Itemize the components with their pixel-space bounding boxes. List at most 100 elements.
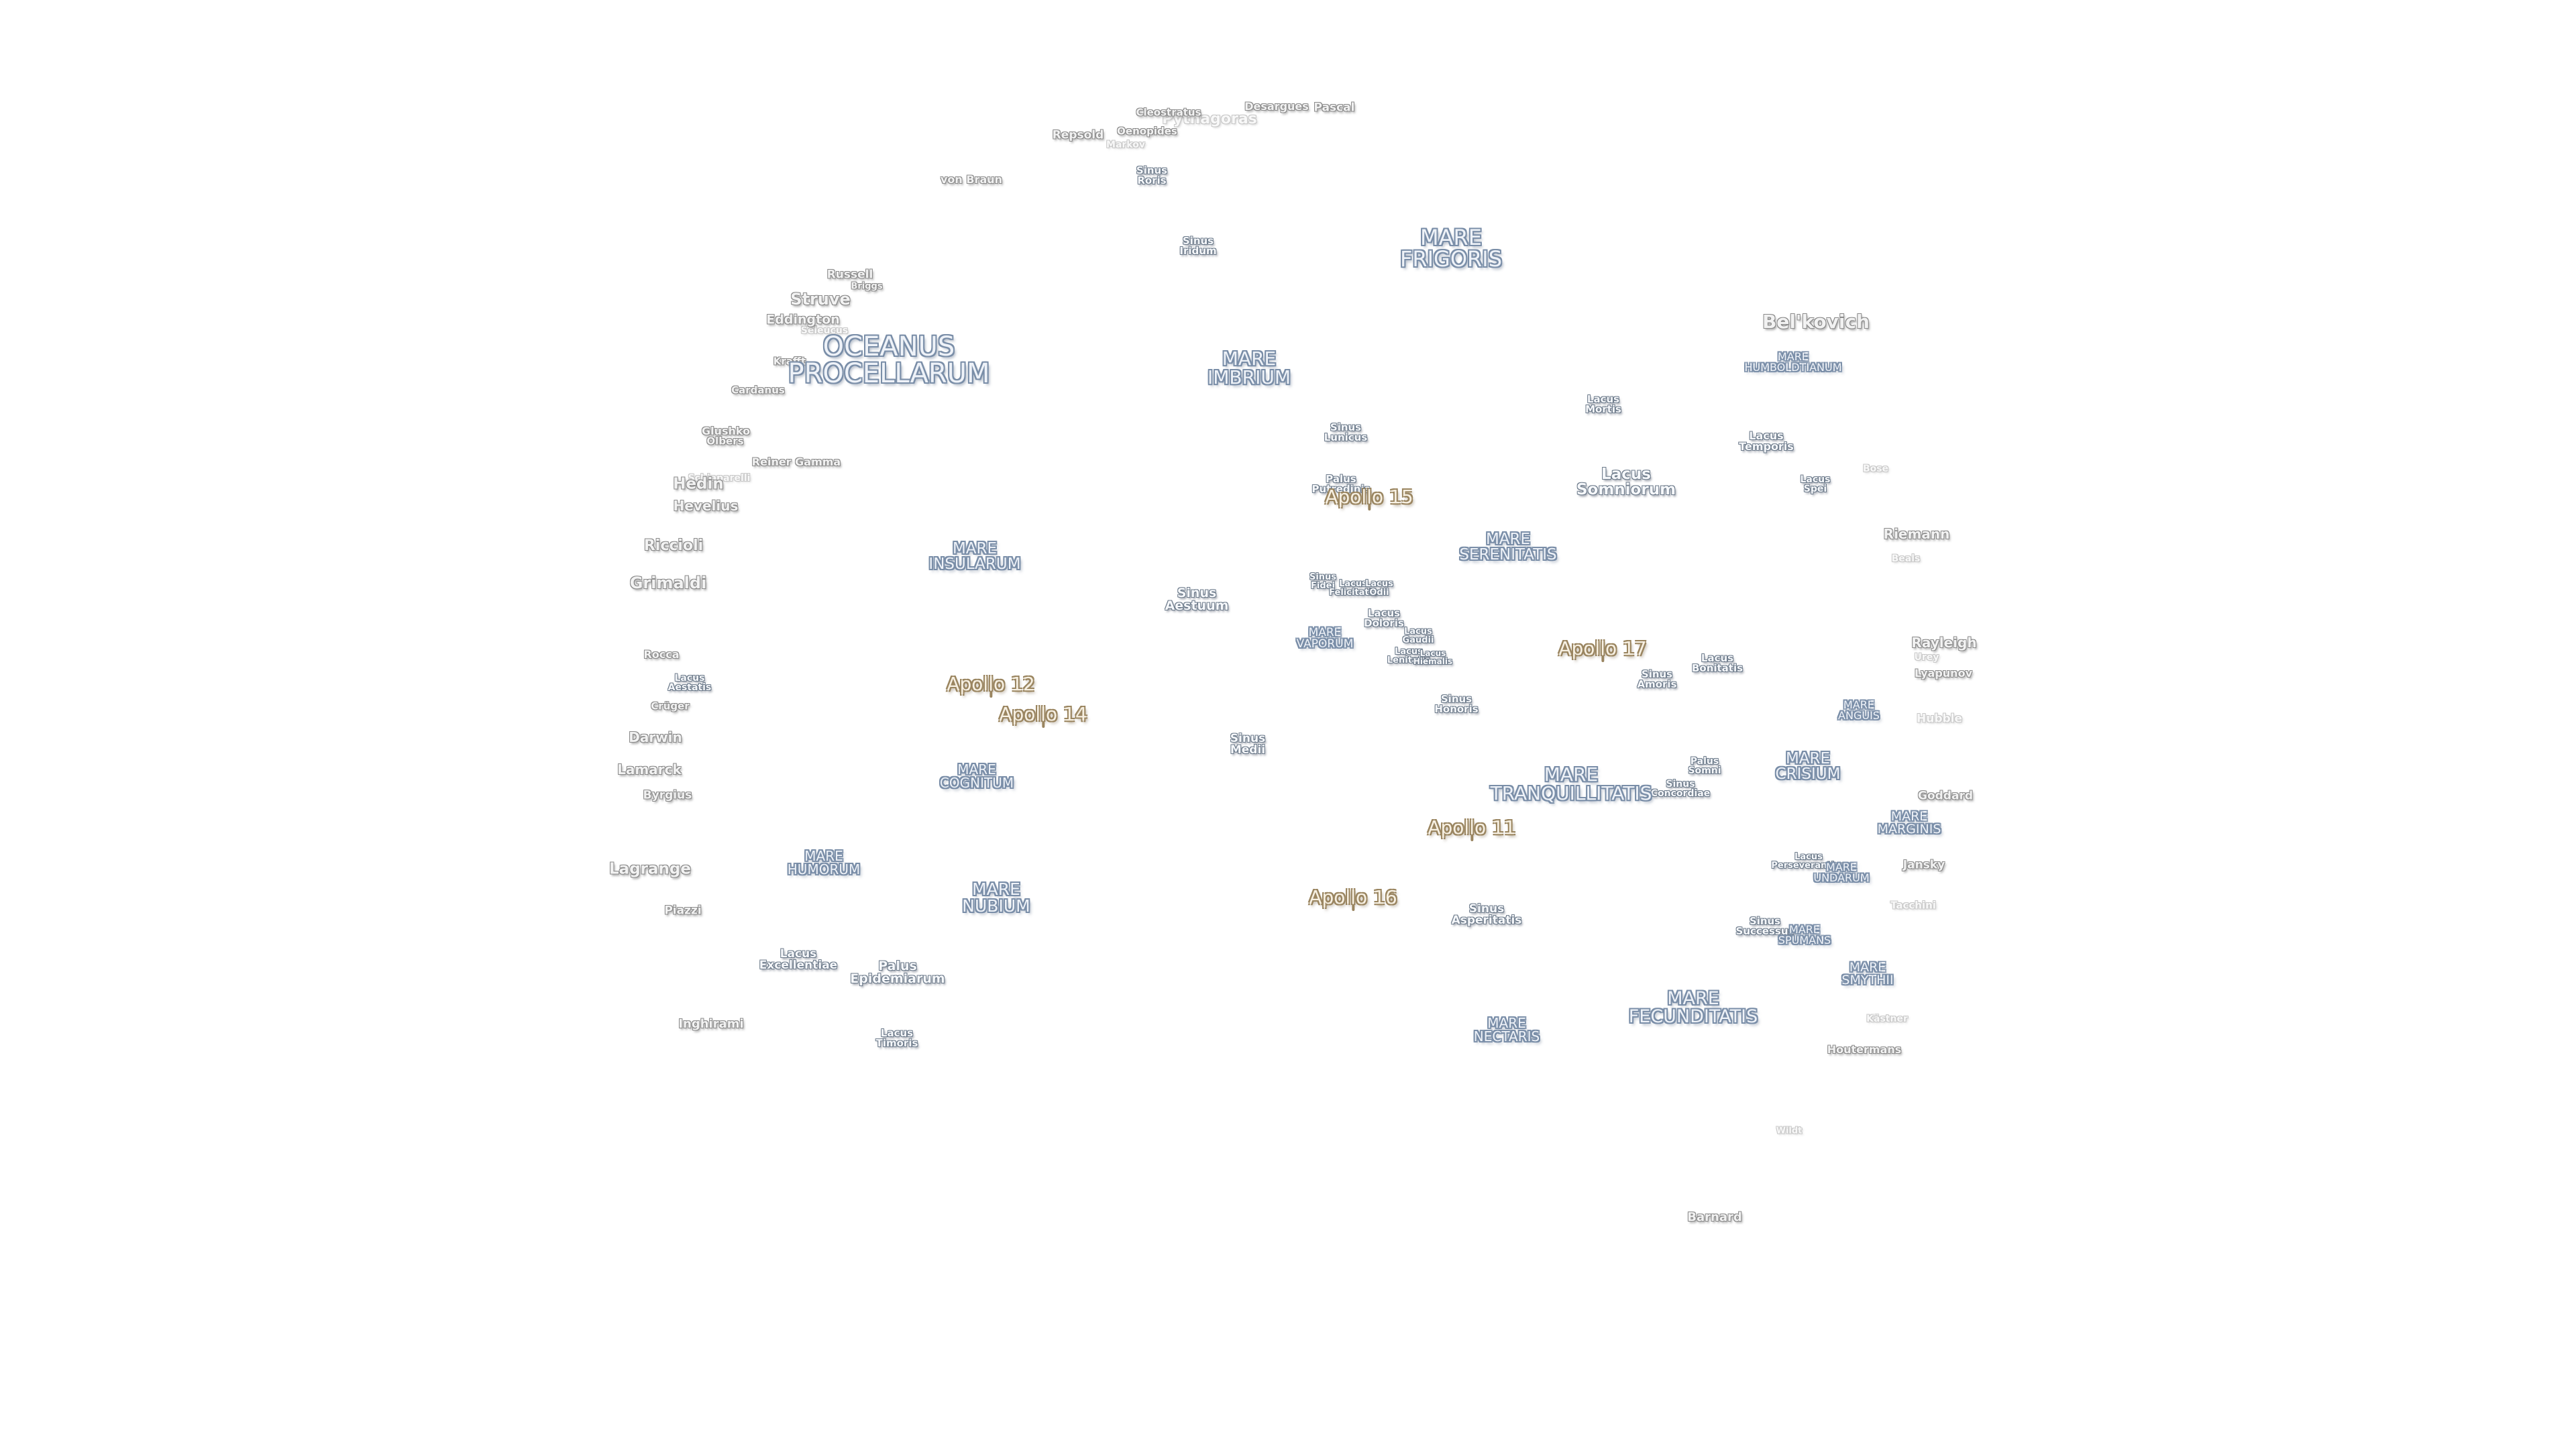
mare-vaporum-label: MARE VAPORUM [1296,626,1354,651]
beals-label: Beals [1891,553,1921,564]
riemann-label: Riemann [1883,526,1950,542]
pythagoras-label: Pythagoras [1162,111,1257,127]
pascal-label: Pascal [1313,101,1355,115]
cleostratus-label: Cleostratus [1136,106,1201,119]
schiaparelli-label: Schiaparelli [688,473,751,484]
oceanus-procellarum-label: OCEANUS PROCELLARUM [788,331,990,389]
olbers-label: Olbers [706,435,744,447]
darwin-label: Darwin [629,729,682,745]
mare-tranquillitatis-label: MARE TRANQUILLITATIS [1490,763,1652,804]
seleucus-label: Seleucus [800,325,849,336]
mare-humboldtianum-label: MARE HUMBOLDTIANUM [1744,350,1842,374]
lacus-bonitatis-label: Lacus Bonitatis [1691,652,1743,674]
briggs-label: Briggs [851,281,883,292]
cruger-label: Crüger [651,700,690,712]
tacchini-label: Tacchini [1890,899,1936,912]
mare-nectaris-label: MARE NECTARIS [1473,1015,1540,1044]
lacus-aestatis-label: Lacus Aestatis [667,673,712,693]
palus-putredinis-label: Palus Putredinis [1311,473,1371,495]
houtermans-label: Houtermans [1827,1043,1902,1056]
sinus-concordiae-label: Sinus Concordiae [1650,779,1711,799]
mare-anguis-label: MARE ANGUIS [1838,698,1880,722]
reiner-gamma-label: Reiner Gamma [751,455,841,468]
struve-label: Struve [790,290,851,309]
apollo-14-label: Apollo 14 [999,703,1087,728]
sinus-aestuum-label: Sinus Aestuum [1165,586,1229,613]
apollo-16-label: Apollo 16 [1309,886,1397,911]
goddard-label: Goddard [1918,789,1973,803]
apollo-12-label: Apollo 12 [947,673,1035,698]
lacus-lenitatis-label: Lacus Lenitatis [1387,647,1431,665]
lacus-perseverantiae-label: Lacus Perseverantiae [1771,852,1846,871]
lacus-timoris-label: Lacus Timoris [875,1027,918,1049]
mare-frigoris-label: MARE FRIGORIS [1399,225,1503,272]
cardanus-label: Cardanus [731,384,785,396]
mare-smythii-label: MARE SMYTHII [1841,960,1894,987]
markov-label: Markov [1106,140,1145,150]
lacus-spei-label: Lacus Spei [1800,474,1831,494]
jansky-label: Jansky [1902,858,1945,872]
lacus-hiemalis-label: Lacus Hiemalis [1413,649,1453,666]
sinus-amoris-label: Sinus Amoris [1637,668,1677,690]
desargues-label: Desargues [1244,100,1309,113]
palus-epidemiarum-label: Palus Epidemiarum [850,959,945,986]
sinus-roris-label: Sinus Roris [1136,164,1168,186]
krafft-label: Krafft [773,355,806,368]
lyapunov-label: Lyapunov [1915,667,1972,680]
sinus-medii-label: Sinus Medii [1230,732,1266,757]
lacus-gaudii-label: Lacus Gaudii [1402,627,1434,645]
mare-serenitatis-label: MARE SERENITATIS [1459,531,1557,564]
lacus-odii-label: Lacus Odii [1365,579,1393,598]
mare-marginis-label: MARE MARGINIS [1877,809,1941,837]
kastner-label: Kästner [1866,1014,1908,1024]
sinus-successus-label: Sinus Successus [1735,915,1794,937]
wildt-label: Wildt [1776,1126,1803,1136]
oenopides-label: Oenopides [1117,125,1177,138]
lacus-mortis-label: Lacus Mortis [1585,393,1621,415]
mare-cognitum-label: MARE COGNITUM [939,761,1014,791]
mare-crisium-label: MARE CRISIUM [1775,750,1841,783]
sinus-asperitatis-label: Sinus Asperitatis [1451,902,1522,927]
mare-spumans-label: MARE SPUMANS [1778,923,1831,947]
russell-label: Russell [826,268,873,282]
mare-undarum-label: MARE UNDARUM [1813,861,1870,884]
piazzi-label: Piazzi [664,904,702,918]
eddington-label: Eddington [766,312,840,327]
sinus-iridum-label: Sinus Iridum [1179,235,1217,257]
apollo-15-label: Apollo 15 [1325,486,1413,511]
lacus-excellentiae-label: Lacus Excellentiae [759,947,838,972]
byrgius-label: Byrgius [643,788,692,802]
bose-label: Bose [1862,464,1889,474]
lacus-doloris-label: Lacus Doloris [1364,607,1404,629]
apollo-11-label: Apollo 11 [1428,816,1516,841]
lacus-temporis-label: Lacus Temporis [1739,429,1794,453]
palus-somni-label: Palus Somni [1688,756,1721,776]
hedin-label: Hedin [673,475,724,493]
mare-imbrium-label: MARE IMBRIUM [1208,347,1291,388]
riccioli-label: Riccioli [643,537,704,554]
glushko-label: Glushko [701,425,751,437]
von-braun-label: von Braun [940,173,1003,186]
hubble-label: Hubble [1916,712,1963,726]
rocca-label: Rocca [643,648,680,661]
grimaldi-label: Grimaldi [629,574,707,592]
hevelius-label: Hevelius [673,498,739,514]
sinus-fidei-label: Sinus Fidei [1309,572,1337,591]
apollo-17-label: Apollo 17 [1558,637,1647,662]
lagrange-label: Lagrange [609,860,691,878]
barnard-label: Barnard [1687,1210,1742,1224]
mare-nubium-label: MARE NUBIUM [962,879,1030,916]
mare-fecunditatis-label: MARE FECUNDITATIS [1628,988,1758,1027]
urey-label: Urey [1914,652,1939,663]
mare-humorum-label: MARE HUMORUM [787,848,861,877]
repsold-label: Repsold [1052,128,1104,142]
lacus-felicitatis-label: Lacus Felicitatis [1329,579,1377,598]
lamarck-label: Lamarck [617,761,682,777]
belkovich-label: Bel'kovich [1762,311,1870,333]
mare-insularum-label: MARE INSULARUM [928,540,1021,573]
rayleigh-label: Rayleigh [1911,635,1977,651]
sinus-lunicus-label: Sinus Lunicus [1324,421,1368,443]
inghirami-label: Inghirami [678,1017,744,1031]
lacus-somniorum-label: Lacus Somniorum [1576,466,1676,498]
